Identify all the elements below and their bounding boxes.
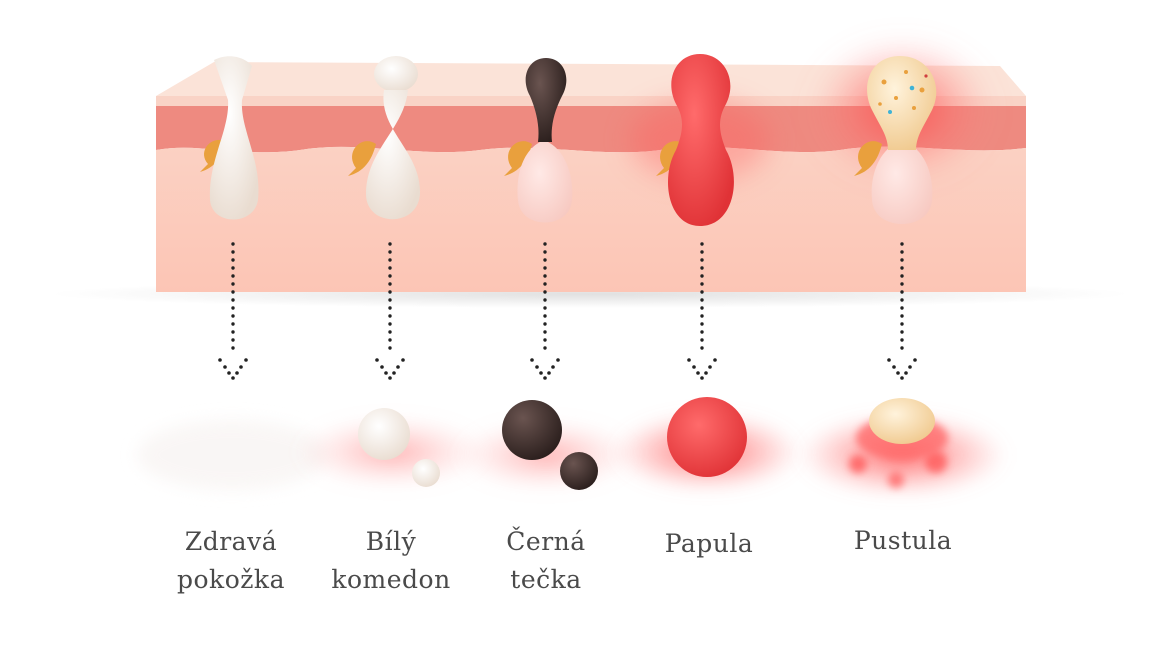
label-healthy-line2: pokožka (177, 565, 285, 594)
label-healthy-line1: Zdravá (184, 527, 278, 556)
blackhead-small-icon (560, 452, 598, 490)
label-whitehead: Bílý komedon (291, 523, 491, 599)
papule-icon (630, 54, 770, 226)
skin-cross-section (156, 40, 1026, 292)
whitehead-small-icon (412, 459, 440, 487)
whitehead-large-icon (358, 408, 410, 460)
arrow-pustule (887, 242, 917, 380)
surface-blackhead (456, 400, 636, 491)
blackhead-icon (504, 58, 573, 223)
label-healthy: Zdravá pokožka (131, 523, 331, 599)
arrow-blackhead (530, 242, 560, 380)
label-pustule: Pustula (803, 522, 1003, 560)
arrow-whitehead (375, 242, 405, 380)
surface-pustule (797, 398, 1007, 497)
whitehead-icon (348, 56, 420, 220)
healthy-follicle-icon (200, 56, 259, 220)
surface-whitehead (297, 408, 487, 488)
dermis-band (156, 106, 1026, 153)
label-blackhead: Černá tečka (446, 523, 646, 599)
arrows (218, 242, 917, 380)
label-blackhead-line2: tečka (510, 565, 582, 594)
label-whitehead-line1: Bílý (365, 527, 417, 556)
surface-papule (612, 397, 802, 492)
pustule-icon (812, 40, 992, 224)
label-whitehead-line2: komedon (331, 565, 451, 594)
papule-bump-icon (667, 397, 747, 477)
surface-healthy (137, 420, 327, 490)
blackhead-large-icon (502, 400, 562, 460)
label-papule: Papula (609, 525, 809, 563)
label-pustule-line1: Pustula (853, 526, 953, 555)
arrow-healthy (218, 242, 248, 380)
label-blackhead-line1: Černá (506, 527, 586, 556)
arrow-papule (687, 242, 717, 380)
skin-surface (156, 62, 1026, 96)
pustule-head-icon (869, 398, 935, 444)
label-papule-line1: Papula (664, 529, 754, 558)
